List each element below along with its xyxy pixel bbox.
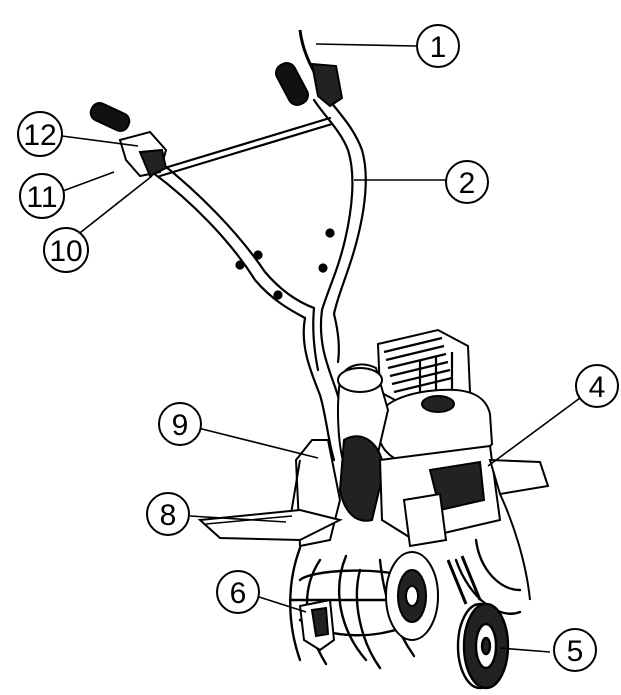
callout-10: 10 — [43, 227, 89, 273]
callout-circle — [575, 364, 619, 408]
callout-2: 2 — [445, 160, 489, 204]
callout-12: 12 — [17, 111, 63, 157]
callout-4: 4 — [575, 364, 619, 408]
callout-5-label: 5 — [567, 635, 584, 668]
callout-11-label: 11 — [26, 181, 57, 214]
leader-lines — [59, 43, 581, 653]
callout-12-label: 12 — [23, 119, 56, 152]
callout-circle — [19, 173, 65, 219]
right-grip — [275, 29, 344, 108]
callout-circle — [553, 628, 597, 672]
handlebar-frame — [150, 94, 367, 462]
callout-8-label: 8 — [160, 499, 177, 532]
tine-hub — [385, 551, 439, 641]
callout-11: 11 — [19, 173, 65, 219]
callout-circle — [17, 111, 63, 157]
callout-5: 5 — [553, 628, 597, 672]
drag-stake — [298, 598, 336, 652]
callout-circle — [158, 402, 202, 446]
callout-6-label: 6 — [230, 577, 247, 610]
callout-1-label: 1 — [430, 31, 447, 64]
callout-8: 8 — [146, 492, 190, 536]
callout-6: 6 — [216, 570, 260, 614]
callout-circle — [146, 492, 190, 536]
callout-2-label: 2 — [459, 167, 476, 200]
engine — [337, 328, 502, 548]
callout-10-label: 10 — [49, 235, 82, 268]
callout-9: 9 — [158, 402, 202, 446]
callout-circle — [216, 570, 260, 614]
callout-circle — [43, 227, 89, 273]
callout-4-label: 4 — [589, 371, 606, 404]
callout-circle — [416, 24, 460, 68]
transport-wheel — [446, 555, 510, 690]
left-grip — [89, 102, 168, 178]
callout-1: 1 — [416, 24, 460, 68]
callout-9-label: 9 — [172, 409, 189, 442]
callout-circle — [445, 160, 489, 204]
cooling-fins — [383, 336, 454, 400]
right-fender — [488, 458, 550, 601]
